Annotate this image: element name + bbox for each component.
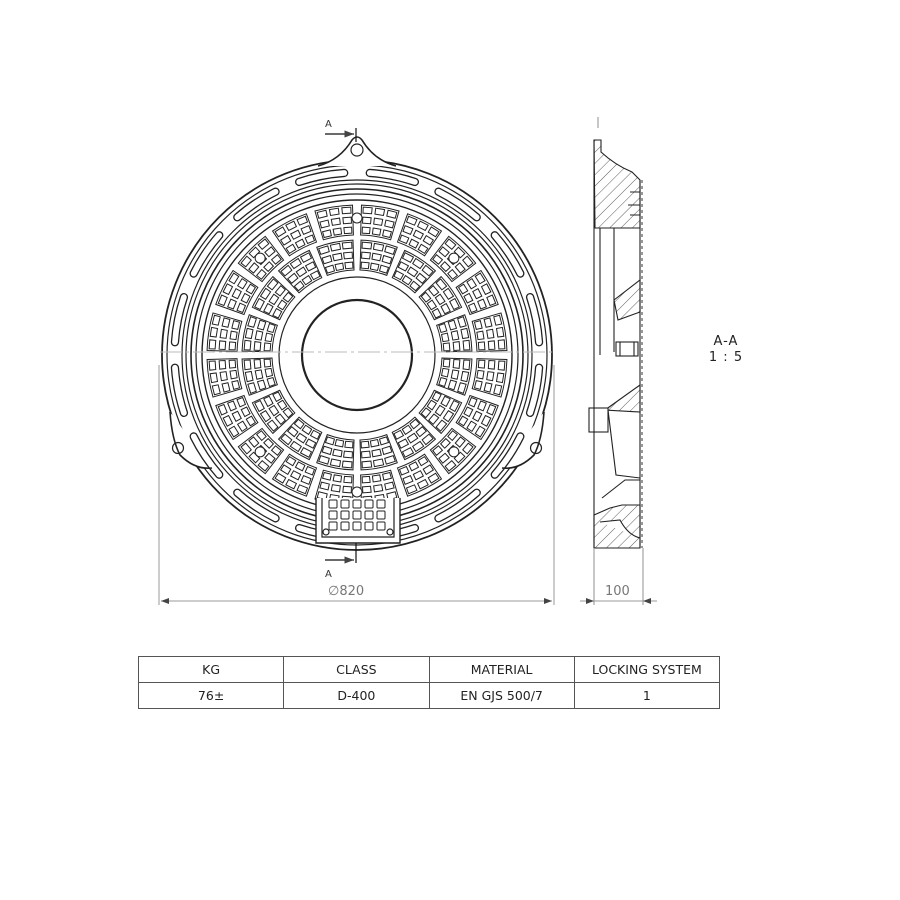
header-kg: KG: [137, 656, 285, 683]
table-header-row: KG CLASS MATERIAL LOCKING SYSTEM: [137, 656, 721, 683]
notch-grid: [328, 499, 386, 531]
section-scale: 1 : 5: [708, 350, 744, 365]
table-row: 76± D-400 EN GJS 500/7 1: [137, 682, 721, 709]
section-cut-markers: [325, 128, 357, 564]
cell-material: EN GJS 500/7: [428, 682, 575, 709]
top-lug: [317, 136, 397, 167]
diameter-dimension: [158, 365, 555, 605]
cover-pattern: [206, 204, 508, 506]
header-class: CLASS: [283, 656, 430, 683]
frame-slots: [170, 168, 544, 542]
depth-label: 100: [605, 584, 630, 599]
cell-kg: 76±: [137, 682, 285, 709]
header-material: MATERIAL: [428, 656, 575, 683]
diameter-label: ∅820: [328, 584, 365, 599]
section-view-label: A-A 1 : 5: [704, 334, 748, 366]
section-marker-bottom-label: A: [325, 569, 332, 580]
section-title: A-A: [713, 334, 739, 349]
header-locking-system: LOCKING SYSTEM: [573, 656, 721, 683]
lifting-notch: [315, 498, 401, 544]
cell-class: D-400: [283, 682, 430, 709]
spec-table: KG CLASS MATERIAL LOCKING SYSTEM 76± D-4…: [137, 656, 721, 709]
section-marker-top-label: A: [325, 119, 332, 130]
cell-locking-system: 1: [573, 682, 721, 709]
section-view: [588, 117, 644, 605]
plan-view: [161, 136, 553, 551]
